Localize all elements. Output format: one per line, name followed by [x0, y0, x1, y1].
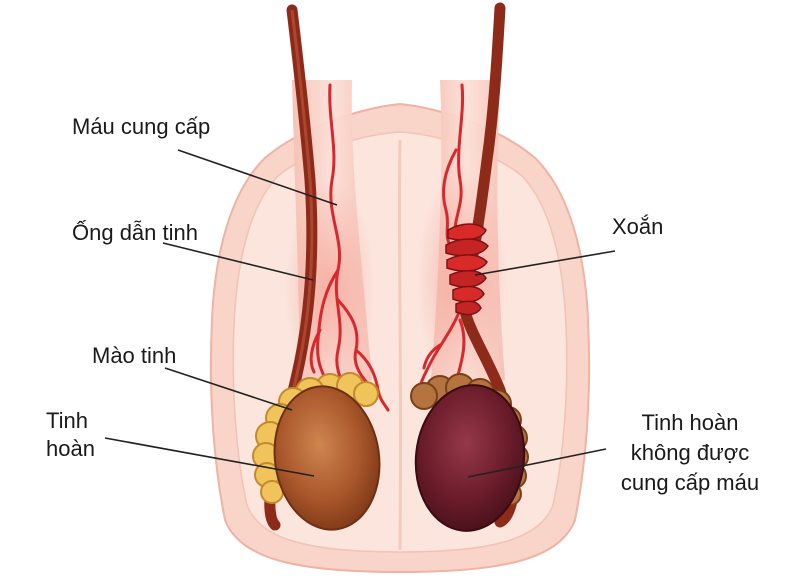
- label-no-blood-line2: không được: [630, 440, 750, 465]
- label-torsion: Xoắn: [612, 214, 664, 239]
- label-no-blood-line3: cung cấp máu: [620, 470, 760, 495]
- label-vas-deferens: Ống dẫn tinh: [72, 220, 198, 245]
- leader-no-blood: [467, 448, 607, 478]
- label-testis-line2: hoàn: [46, 436, 95, 461]
- leader-torsion: [474, 250, 616, 276]
- healthy-testis: [273, 385, 381, 531]
- leader-testis: [104, 437, 315, 477]
- leader-epididymis: [164, 367, 293, 411]
- leader-blood-supply: [177, 149, 338, 206]
- torsed-testis: [414, 384, 526, 532]
- label-no-blood-line1: Tinh hoàn: [641, 410, 739, 435]
- label-testis-line1: Tinh: [46, 408, 88, 433]
- label-epididymis: Mào tinh: [92, 343, 177, 368]
- septum: [397, 139, 403, 551]
- leader-vas-deferens: [162, 242, 314, 281]
- label-blood-supply: Máu cung cấp: [72, 114, 211, 139]
- cord-torsion: [445, 223, 489, 316]
